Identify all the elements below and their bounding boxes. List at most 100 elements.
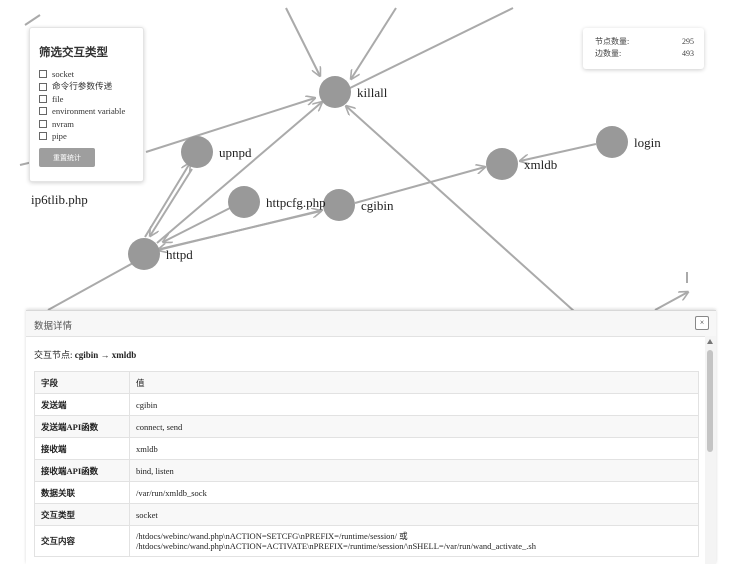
node-login[interactable] <box>596 126 628 158</box>
checkbox[interactable] <box>39 82 47 91</box>
edge[interactable] <box>158 209 324 250</box>
edge[interactable] <box>654 292 688 311</box>
checkbox[interactable] <box>39 107 47 116</box>
detail-title: 数据详情 <box>34 322 73 332</box>
filter-options: socket 命令行参数传递 file environment variable… <box>39 68 143 142</box>
filter-panel: 筛选交互类型 socket 命令行参数传递 file environment v… <box>29 27 144 182</box>
node-cgibin[interactable] <box>323 189 355 221</box>
table-cell-key: 数据关联 <box>34 481 130 504</box>
stat-node-count: 节点数量: 295 <box>595 36 694 48</box>
edge[interactable] <box>285 7 320 76</box>
table-cell-key: 接收端API函数 <box>34 459 130 482</box>
filter-option-nvram[interactable]: nvram <box>39 118 143 130</box>
table-cell-key: 字段 <box>34 371 130 394</box>
table-cell-key: 接收端 <box>34 437 130 460</box>
edge[interactable] <box>346 106 576 313</box>
table-row: 交互内容 /htdocs/webinc/wand.php\nACTION=SET… <box>34 525 699 557</box>
edge[interactable] <box>144 163 190 238</box>
filter-option-socket[interactable]: socket <box>39 68 143 80</box>
filter-option-label: nvram <box>52 118 74 129</box>
node-label-xmldb: xmldb <box>524 157 557 172</box>
table-cell-value: /var/run/xmldb_sock <box>129 481 699 504</box>
interaction-label: 交互节点: <box>34 350 75 360</box>
table-cell-key: 交互内容 <box>34 525 130 557</box>
edge[interactable] <box>156 102 322 244</box>
reset-stats-button[interactable]: 重置统计 <box>39 148 95 168</box>
node-label-killall: killall <box>357 85 388 100</box>
stats-panel: 节点数量: 295 边数量: 493 <box>583 28 704 69</box>
table-cell-key: 交互类型 <box>34 503 130 526</box>
stat-label: 节点数量: <box>595 37 630 46</box>
close-button[interactable]: × <box>695 316 709 330</box>
filter-option-label: pipe <box>52 130 67 141</box>
edge[interactable] <box>24 14 41 26</box>
checkbox[interactable] <box>39 132 47 141</box>
table-cell-value: cgibin <box>129 393 699 416</box>
edge[interactable] <box>145 98 315 153</box>
node-xmldb[interactable] <box>486 148 518 180</box>
table-cell-value: /htdocs/webinc/wand.php\nACTION=SETCFG\n… <box>129 525 699 557</box>
node-label-ip6tlib: ip6tlib.php <box>31 192 88 207</box>
filter-option-label: 命令行参数传递 <box>52 81 113 92</box>
table-cell-key: 发送端 <box>34 393 130 416</box>
filter-title: 筛选交互类型 <box>39 47 108 59</box>
edge[interactable] <box>163 206 233 242</box>
node-httpd[interactable] <box>128 238 160 270</box>
detail-header: 数据详情 × <box>26 311 716 337</box>
edge[interactable] <box>520 143 597 161</box>
node-label-login: login <box>634 135 661 150</box>
interaction-value: cgibin → xmldb <box>74 350 137 360</box>
stat-edge-count: 边数量: 493 <box>595 48 694 60</box>
graph-edges <box>19 7 688 313</box>
edge[interactable] <box>47 262 134 311</box>
filter-option-label: file <box>52 93 64 104</box>
checkbox[interactable] <box>39 94 47 103</box>
filter-option-pipe[interactable]: pipe <box>39 130 143 142</box>
stat-value: 493 <box>682 49 694 58</box>
node-label-httpcfg: httpcfg.php <box>266 195 326 210</box>
node-label-upnpd: upnpd <box>219 145 252 160</box>
edge[interactable] <box>354 167 485 204</box>
scrollbar-thumb[interactable] <box>707 350 713 452</box>
content-line: /htdocs/webinc/wand.php\nACTION=SETCFG\n… <box>136 531 408 541</box>
stat-value: 295 <box>682 37 694 46</box>
table-row: 数据关联/var/run/xmldb_sock <box>34 481 699 504</box>
graph-labels: killall upnpd xmldb login httpcfg.php cg… <box>31 85 661 262</box>
table-cell-value: 值 <box>129 371 699 394</box>
stat-label: 边数量: <box>595 49 622 58</box>
checkbox[interactable] <box>39 119 47 128</box>
node-label-cgibin: cgibin <box>361 198 394 213</box>
table-cell-value: bind, listen <box>129 459 699 482</box>
node-killall[interactable] <box>319 76 351 108</box>
table-cell-value: connect, send <box>129 415 699 438</box>
table-row: 字段值 <box>34 371 699 394</box>
filter-option-label: socket <box>52 69 74 79</box>
filter-option-file[interactable]: file <box>39 93 143 105</box>
scroll-up-arrow-icon[interactable] <box>707 339 713 344</box>
edge[interactable] <box>349 7 514 89</box>
scrollbar[interactable] <box>705 336 716 564</box>
node-upnpd[interactable] <box>181 136 213 168</box>
filter-option-cmdline[interactable]: 命令行参数传递 <box>39 80 143 92</box>
table-cell-value: socket <box>129 503 699 526</box>
edge[interactable] <box>351 7 397 79</box>
content-line: /htdocs/webinc/wand.php\nACTION=ACTIVATE… <box>136 541 536 551</box>
filter-option-label: environment variable <box>52 106 126 117</box>
edge[interactable] <box>150 168 193 236</box>
checkbox[interactable] <box>39 70 47 79</box>
graph-nodes <box>128 76 628 270</box>
table-cell-key: 发送端API函数 <box>34 415 130 438</box>
filter-option-env[interactable]: environment variable <box>39 105 143 117</box>
node-httpcfg[interactable] <box>228 186 260 218</box>
table-cell-value: xmldb <box>129 437 699 460</box>
close-icon: × <box>699 318 705 327</box>
node-label-httpd: httpd <box>166 247 193 262</box>
